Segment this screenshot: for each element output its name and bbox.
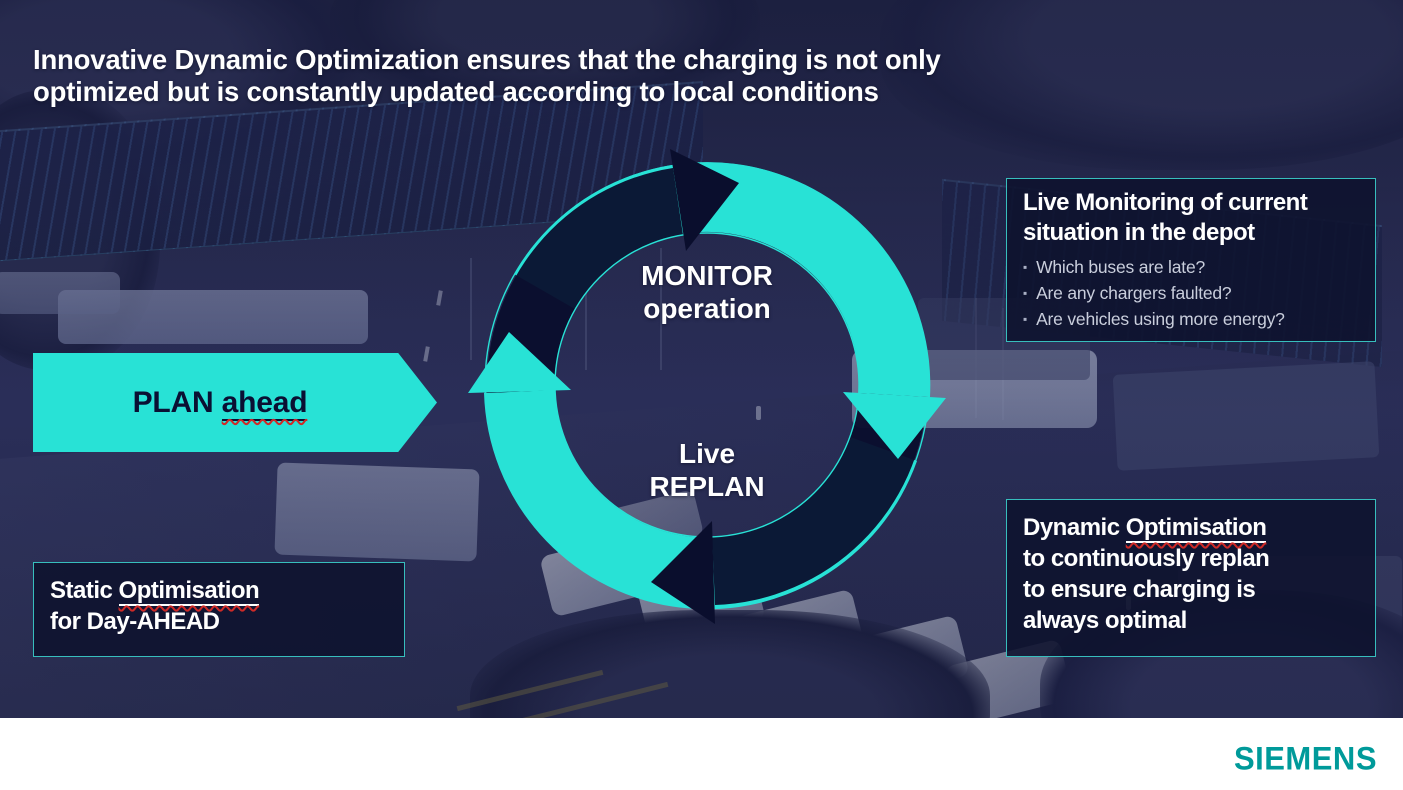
bullet-square-icon: ▪	[1023, 286, 1028, 300]
dynamic-box-line1-underline: Optimisation	[1125, 514, 1267, 543]
live-monitoring-heading-line1: Live Monitoring of current	[1023, 189, 1308, 216]
static-optimisation-box: Static Optimisation for Day-AHEAD	[33, 562, 405, 657]
live-monitoring-bullets: ▪ Which buses are late? ▪ Are any charge…	[1023, 255, 1359, 333]
live-monitoring-box: Live Monitoring of current situation in …	[1006, 178, 1376, 342]
bullet-item: ▪ Are vehicles using more energy?	[1023, 307, 1359, 333]
plan-ahead-arrow-banner: PLAN ahead	[33, 353, 437, 452]
dynamic-box-line3: to ensure charging is	[1023, 576, 1256, 603]
bullet-item: ▪ Are any chargers faulted?	[1023, 281, 1359, 307]
dynamic-box-line2: to continuously replan	[1023, 545, 1270, 572]
bullet-square-icon: ▪	[1023, 312, 1028, 326]
static-box-line1-prefix: Static	[50, 577, 119, 604]
cycle-label-monitor-line1: MONITOR	[641, 260, 773, 291]
bullet-text: Are any chargers faulted?	[1036, 283, 1232, 303]
bullet-text: Are vehicles using more energy?	[1036, 309, 1285, 329]
cycle-label-monitor: MONITOR operation	[557, 259, 857, 325]
siemens-logo: SIEMENS	[1233, 740, 1377, 777]
static-box-line1-underline: Optimisation	[118, 577, 260, 606]
ahead-word: ahead	[221, 385, 308, 419]
bg-post	[470, 258, 472, 360]
plan-word: PLAN	[132, 385, 222, 419]
slide-title-line1: Innovative Dynamic Optimization ensures …	[33, 44, 941, 75]
static-box-line1-underlined: Optimisation	[118, 577, 260, 604]
cycle-label-replan-line1: Live	[678, 438, 736, 469]
dynamic-box-line1-prefix: Dynamic	[1023, 514, 1126, 541]
static-box-line2: for Day-AHEAD	[50, 608, 220, 635]
footer-bar	[0, 718, 1403, 790]
cycle-label-replan: Live REPLAN	[557, 437, 857, 503]
bullet-square-icon: ▪	[1023, 260, 1028, 274]
dynamic-box-line1: Dynamic Optimisation	[1023, 512, 1359, 543]
slide-title: Innovative Dynamic Optimization ensures …	[33, 44, 1113, 108]
live-monitoring-heading-line2: situation in the depot	[1023, 219, 1255, 246]
dynamic-box-line1-underlined: Optimisation	[1125, 514, 1267, 541]
dynamic-box-line4: always optimal	[1023, 607, 1187, 634]
plan-ahead-label: PLAN ahead	[132, 385, 308, 421]
bullet-item: ▪ Which buses are late?	[1023, 255, 1359, 281]
dynamic-optimisation-box: Dynamic Optimisation to continuously rep…	[1006, 499, 1376, 657]
ahead-word-underline: ahead	[221, 385, 308, 421]
slide-title-line2: optimized but is constantly updated acco…	[33, 76, 879, 107]
cycle-label-replan-line2: REPLAN	[649, 471, 765, 502]
bg-trees	[880, 0, 1403, 170]
bullet-text: Which buses are late?	[1036, 257, 1206, 277]
bg-bus	[0, 272, 120, 314]
static-box-line1: Static Optimisation	[50, 575, 388, 606]
cycle-label-monitor-line2: operation	[643, 293, 771, 324]
